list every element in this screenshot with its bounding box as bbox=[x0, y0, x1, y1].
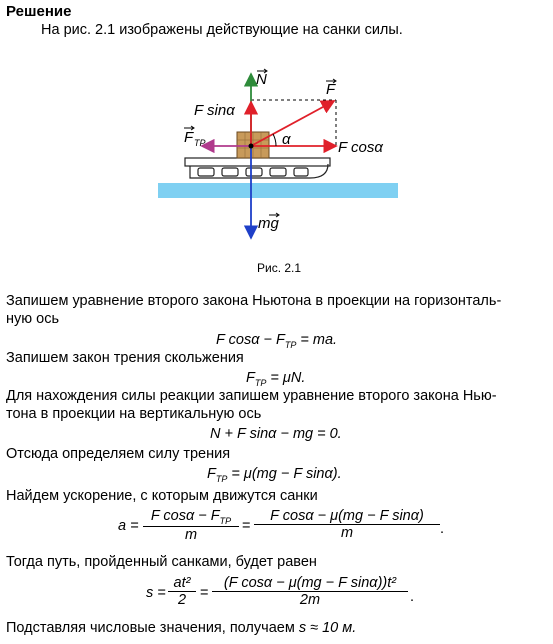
label-fsin: F sinα bbox=[194, 102, 235, 119]
eq6-fraction-1: at² 2 bbox=[168, 575, 196, 608]
eq6-equals: = bbox=[200, 585, 209, 601]
eq5-fraction-1: F cosα − FТР m bbox=[143, 508, 239, 543]
para-3-line-1: Для нахождения силы реакции запишем урав… bbox=[6, 388, 497, 404]
para-5: Найдем ускорение, с которым движутся сан… bbox=[6, 488, 318, 504]
sled-force-diagram: N F F sinα F ТР α F cosα mg bbox=[158, 68, 398, 240]
equation-newton-horizontal: F cosα − FТР = ma. bbox=[216, 332, 338, 350]
label-ftr: F bbox=[184, 129, 194, 146]
para-4: Отсюда определяем силу трения bbox=[6, 446, 231, 462]
eq5-equals: = bbox=[242, 518, 251, 534]
label-f: F bbox=[326, 81, 336, 98]
snow-ground bbox=[158, 183, 398, 198]
final-result: s ≈ 10 м. bbox=[298, 620, 357, 636]
eq6-s: s = bbox=[146, 585, 166, 601]
solution-heading: Решение bbox=[6, 3, 72, 20]
para-2: Запишем закон трения скольжения bbox=[6, 350, 244, 366]
figure-caption: Рис. 2.1 bbox=[257, 261, 302, 275]
para-1-line-1: Запишем уравнение второго закона Ньютона… bbox=[6, 293, 502, 309]
eq5-period: . bbox=[440, 521, 445, 537]
eq6-period: . bbox=[410, 589, 415, 605]
para-7: Подставляя числовые значения, получаем s… bbox=[6, 620, 357, 636]
equation-friction-law: FТР = μN. bbox=[246, 370, 306, 388]
sled-shape bbox=[184, 157, 331, 179]
para-6: Тогда путь, пройденный санками, будет ра… bbox=[6, 554, 317, 570]
label-mg: mg bbox=[258, 215, 279, 232]
angle-arc bbox=[272, 133, 277, 147]
label-fcos: F cosα bbox=[338, 139, 383, 156]
eq5-a: a = bbox=[118, 518, 139, 534]
label-n: N bbox=[256, 71, 267, 88]
label-ftr-sub: ТР bbox=[194, 138, 206, 148]
equation-friction-force: FТР = μ(mg − F sinα). bbox=[207, 466, 342, 484]
force-f-arrow bbox=[250, 100, 336, 147]
eq6-fraction-2: (F cosα − μ(mg − F sinα))t² 2m bbox=[212, 575, 408, 608]
para-1-line-2: ную ось bbox=[6, 311, 60, 327]
equation-newton-vertical: N + F sinα − mg = 0. bbox=[210, 426, 342, 442]
eq5-fraction-2: F cosα − μ(mg − F sinα) m bbox=[254, 508, 440, 541]
intro-text: На рис. 2.1 изображены действующие на са… bbox=[41, 22, 403, 38]
para-3-line-2: тона в проекции на вертикальную ось bbox=[6, 406, 262, 422]
label-alpha: α bbox=[282, 131, 291, 148]
